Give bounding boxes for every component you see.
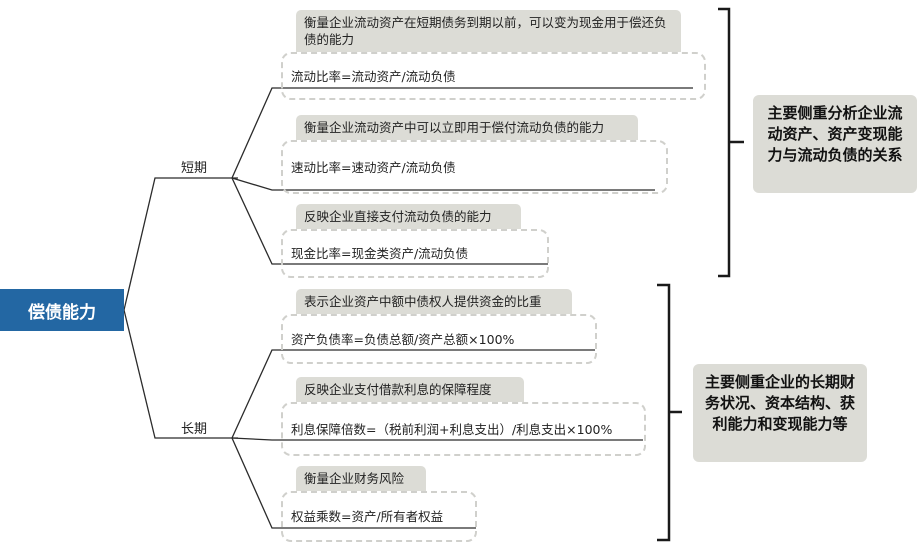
desc-quick-ratio: 衡量企业流动资产中可以立即用于偿付流动负债的能力 (296, 115, 638, 140)
formula-interest-coverage: 利息保障倍数=（税前利润+利息支出）/利息支出×100% (281, 402, 646, 456)
branch-label-long-term: 长期 (181, 422, 208, 437)
desc-cash-ratio: 反映企业直接支付流动负债的能力 (296, 204, 521, 229)
root-node: 偿债能力 (0, 289, 124, 331)
desc-debt-ratio: 表示企业资产中额中债权人提供资金的比重 (296, 289, 572, 314)
desc-equity-multiplier: 衡量企业财务风险 (296, 466, 426, 491)
summary-long-term: 主要侧重企业的长期财务状况、资本结构、获利能力和变现能力等 (693, 364, 867, 462)
desc-current-ratio: 衡量企业流动资产在短期债务到期以前，可以变为现金用于偿还负债的能力 (296, 10, 681, 52)
branch-label-short-term: 短期 (181, 161, 208, 176)
formula-text: 权益乘数=资产/所有者权益 (291, 509, 444, 524)
summary-short-term: 主要侧重分析企业流动资产、资产变现能力与流动负债的关系 (753, 95, 917, 193)
formula-text: 利息保障倍数=（税前利润+利息支出）/利息支出×100% (291, 421, 613, 437)
formula-equity-multiplier: 权益乘数=资产/所有者权益 (281, 491, 477, 542)
formula-debt-ratio: 资产负债率=负债总额/资产总额×100% (281, 314, 597, 364)
formula-text: 现金比率=现金类资产/流动负债 (291, 246, 469, 261)
formula-text: 流动比率=流动资产/流动负债 (291, 68, 456, 84)
formula-text: 速动比率=速动资产/流动负债 (291, 159, 456, 175)
formula-quick-ratio: 速动比率=速动资产/流动负债 (281, 140, 668, 194)
desc-interest-coverage: 反映企业支付借款利息的保障程度 (296, 377, 524, 402)
formula-current-ratio: 流动比率=流动资产/流动负债 (281, 52, 706, 100)
formula-text: 资产负债率=负债总额/资产总额×100% (291, 331, 515, 347)
formula-cash-ratio: 现金比率=现金类资产/流动负债 (281, 229, 549, 278)
